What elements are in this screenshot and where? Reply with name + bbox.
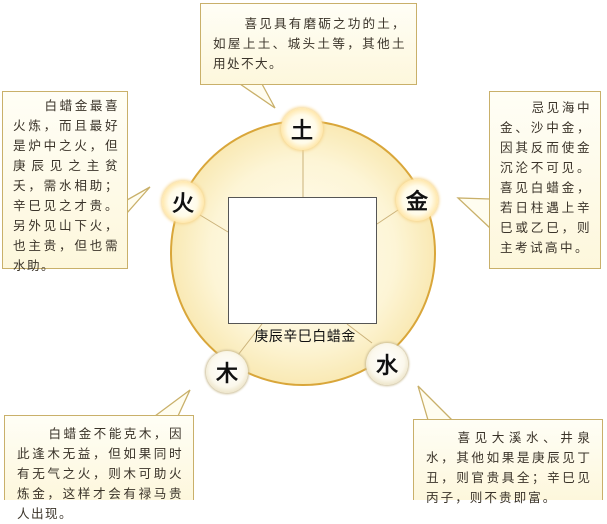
callout-wood: 白蜡金不能克木，因此逢木无益，但如果同时有无气之火，则木可助火炼金，这样才会有禄… [4, 415, 194, 521]
callout-water: 喜见大溪水、井泉水，其他如果是庚辰见丁丑，则官贵具全；辛巳见丙子，则不贵即富。 [413, 419, 603, 505]
callout-water-text: 喜见大溪水、井泉水，其他如果是庚辰见丁丑，则官贵具全；辛巳见丙子，则不贵即富。 [426, 430, 592, 505]
metal-pointer [456, 197, 491, 229]
callout-metal-text: 忌见海中金、沙中金，因其反而使金沉沦不可见。喜见白蜡金，若日柱遇上辛巳或乙巳，则… [500, 100, 592, 255]
wood-pointer [154, 389, 191, 417]
element-metal: 金 [396, 179, 438, 221]
callout-fire-text: 白蜡金最喜火炼，而且最好是炉中之火，但庚辰见之主贫夭，需水相助；辛巳见之才贵。另… [13, 98, 119, 273]
callout-fire: 白蜡金最喜火炼，而且最好是炉中之火，但庚辰见之主贫夭，需水相助；辛巳见之才贵。另… [2, 91, 128, 273]
element-fire: 火 [162, 181, 204, 223]
element-water: 水 [366, 343, 408, 385]
earth-pointer [239, 83, 276, 109]
callout-earth-text: 喜见具有磨砺之功的土，如屋上土、城头土等，其他土用处不大。 [213, 16, 406, 71]
callout-wood-text: 白蜡金不能克木，因此逢木无益，但如果同时有无气之火，则木可助火炼金，这样才会有禄… [17, 426, 183, 521]
five-elements-diagram: 庚辰辛巳白蜡金 土 金 水 木 火 喜见具有磨砺之功的土，如屋上土、城头土等，其… [2, 3, 603, 521]
element-earth: 土 [281, 108, 323, 150]
water-pointer [417, 385, 453, 421]
callout-metal: 忌见海中金、沙中金，因其反而使金沉沦不可见。喜见白蜡金，若日柱遇上辛巳或乙巳，则… [489, 91, 601, 269]
white-wax-metal-image [228, 197, 377, 324]
callout-earth: 喜见具有磨砺之功的土，如屋上土、城头土等，其他土用处不大。 [200, 3, 417, 85]
element-wood: 木 [206, 351, 248, 393]
center-caption: 庚辰辛巳白蜡金 [254, 329, 356, 345]
fire-pointer [126, 186, 151, 214]
